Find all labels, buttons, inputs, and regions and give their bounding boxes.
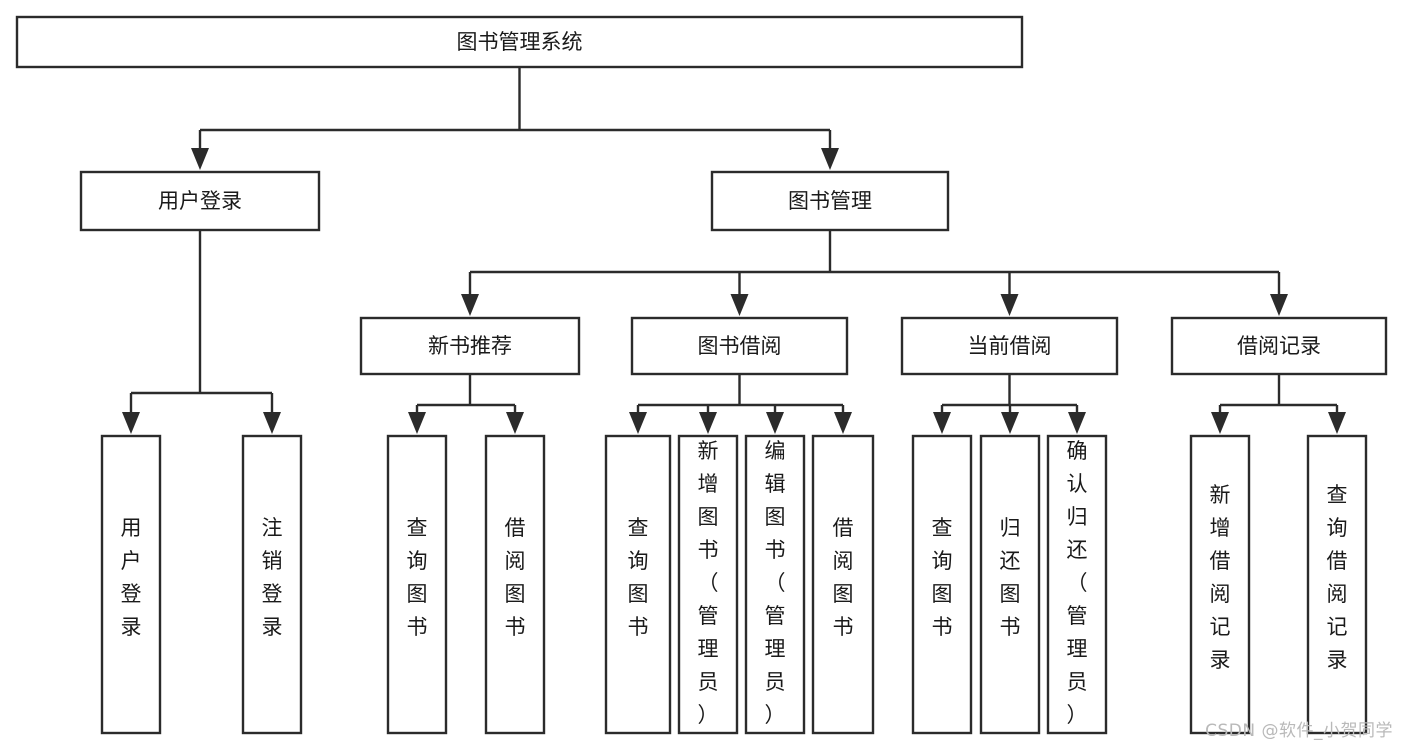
node-box — [911, 434, 973, 735]
node-label: 查询借阅记录 — [1327, 483, 1348, 672]
node-box — [811, 434, 875, 735]
arrow-head-icon — [122, 412, 140, 434]
leaf-node[interactable]: 查询借阅记录 — [1306, 434, 1368, 735]
level1-node[interactable]: 用户登录 — [79, 170, 321, 232]
node-label: 图书借阅 — [698, 334, 782, 358]
level1-node[interactable]: 图书管理 — [710, 170, 950, 232]
root-node[interactable]: 图书管理系统 — [15, 15, 1024, 69]
node-box — [710, 170, 950, 232]
node-box — [979, 434, 1041, 735]
leaf-node[interactable]: 查询图书 — [386, 434, 448, 735]
level2-node[interactable]: 图书借阅 — [630, 316, 849, 376]
node-label: 图书管理 — [788, 189, 872, 213]
node-box — [900, 316, 1119, 376]
node-box — [630, 316, 849, 376]
node-box — [744, 434, 806, 735]
leaf-node[interactable]: 查询图书 — [911, 434, 973, 735]
node-label: 新书推荐 — [428, 334, 512, 358]
node-box — [677, 434, 739, 735]
node-layer: 图书管理系统用户登录图书管理新书推荐图书借阅当前借阅借阅记录用户登录注销登录查询… — [15, 15, 1388, 735]
arrow-head-icon — [699, 412, 717, 434]
arrow-head-icon — [1068, 412, 1086, 434]
node-label: 新增图书（管理员） — [698, 439, 719, 727]
node-box — [1306, 434, 1368, 735]
node-label: 注销登录 — [262, 516, 283, 639]
arrow-head-icon — [629, 412, 647, 434]
arrow-head-icon — [1270, 294, 1288, 316]
node-label: 借阅图书 — [833, 516, 854, 639]
arrow-head-icon — [730, 294, 749, 316]
node-label: 归还图书 — [1000, 516, 1021, 639]
node-label: 编辑图书（管理员） — [765, 439, 786, 727]
arrow-head-icon — [408, 412, 426, 434]
node-box — [100, 434, 162, 735]
leaf-node[interactable]: 借阅图书 — [484, 434, 546, 735]
node-box — [15, 15, 1024, 69]
node-label: 查询图书 — [407, 516, 428, 639]
node-label: 查询图书 — [932, 516, 953, 639]
node-label: 借阅图书 — [505, 516, 526, 639]
node-box — [386, 434, 448, 735]
node-box — [79, 170, 321, 232]
leaf-node[interactable]: 新增图书（管理员） — [677, 434, 739, 735]
leaf-node[interactable]: 确认归还（管理员） — [1046, 434, 1108, 735]
node-label: 用户登录 — [158, 189, 242, 213]
level2-node[interactable]: 当前借阅 — [900, 316, 1119, 376]
node-label: 确认归还（管理员） — [1067, 439, 1088, 727]
arrow-head-icon — [461, 294, 479, 316]
arrow-head-icon — [1001, 412, 1019, 434]
arrow-head-icon — [766, 412, 784, 434]
node-label: 新增借阅记录 — [1210, 483, 1231, 672]
connector-layer — [122, 67, 1346, 434]
node-box — [484, 434, 546, 735]
node-label: 查询图书 — [628, 516, 649, 639]
node-box — [1189, 434, 1251, 735]
level2-node[interactable]: 借阅记录 — [1170, 316, 1388, 376]
leaf-node[interactable]: 注销登录 — [241, 434, 303, 735]
arrow-head-icon — [933, 412, 951, 434]
arrow-head-icon — [821, 148, 839, 170]
arrow-head-icon — [1328, 412, 1346, 434]
node-box — [1170, 316, 1388, 376]
leaf-node[interactable]: 新增借阅记录 — [1189, 434, 1251, 735]
node-box — [604, 434, 672, 735]
node-box — [241, 434, 303, 735]
node-label: 图书管理系统 — [457, 30, 583, 54]
arrow-head-icon — [1000, 294, 1019, 316]
level2-node[interactable]: 新书推荐 — [359, 316, 581, 376]
arrow-head-icon — [834, 412, 852, 434]
arrow-head-icon — [263, 412, 281, 434]
leaf-node[interactable]: 编辑图书（管理员） — [744, 434, 806, 735]
node-label: 借阅记录 — [1237, 334, 1321, 358]
arrow-head-icon — [1211, 412, 1229, 434]
leaf-node[interactable]: 用户登录 — [100, 434, 162, 735]
leaf-node[interactable]: 查询图书 — [604, 434, 672, 735]
node-label: 当前借阅 — [968, 334, 1052, 358]
node-box — [359, 316, 581, 376]
arrow-head-icon — [506, 412, 524, 434]
node-box — [1046, 434, 1108, 735]
leaf-node[interactable]: 借阅图书 — [811, 434, 875, 735]
leaf-node[interactable]: 归还图书 — [979, 434, 1041, 735]
node-label: 用户登录 — [121, 516, 142, 639]
arrow-head-icon — [191, 148, 209, 170]
